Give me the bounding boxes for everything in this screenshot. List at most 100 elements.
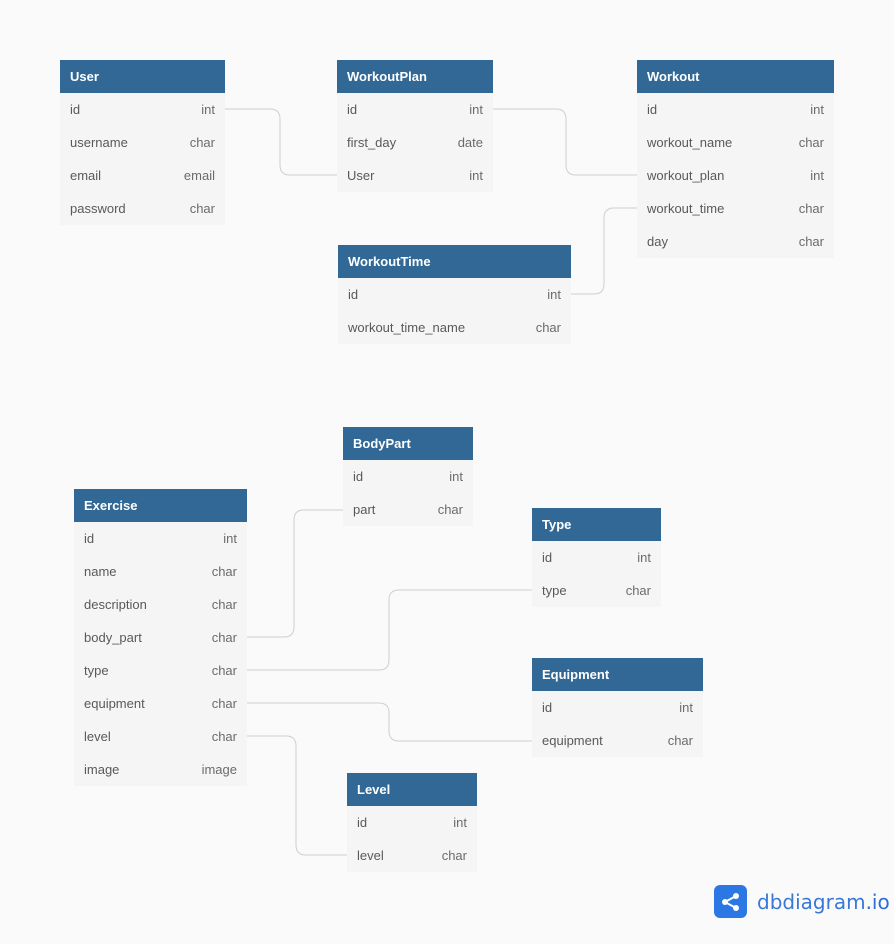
field-type: char: [625, 583, 651, 598]
table-level[interactable]: Level id int level char: [347, 773, 477, 872]
field-type: int: [223, 531, 237, 546]
field-row[interactable]: type char: [74, 654, 247, 687]
field-row[interactable]: User int: [337, 159, 493, 192]
field-row[interactable]: username char: [60, 126, 225, 159]
field-type: int: [679, 700, 693, 715]
field-type: char: [211, 696, 237, 711]
table-header-workouttime[interactable]: WorkoutTime: [338, 245, 571, 278]
field-row[interactable]: body_part char: [74, 621, 247, 654]
field-name: level: [84, 729, 111, 744]
field-name: description: [84, 597, 147, 612]
field-name: username: [70, 135, 128, 150]
field-type: int: [201, 102, 215, 117]
field-type: char: [798, 135, 824, 150]
field-name: id: [647, 102, 658, 117]
field-type: int: [637, 550, 651, 565]
field-row[interactable]: level char: [74, 720, 247, 753]
table-header-equipment[interactable]: Equipment: [532, 658, 703, 691]
table-header-exercise[interactable]: Exercise: [74, 489, 247, 522]
brand-name: dbdiagram.io: [757, 890, 890, 914]
field-row[interactable]: email email: [60, 159, 225, 192]
field-type: char: [211, 564, 237, 579]
field-type: image: [201, 762, 237, 777]
field-name: id: [357, 815, 368, 830]
field-row[interactable]: level char: [347, 839, 477, 872]
field-row[interactable]: description char: [74, 588, 247, 621]
table-header-level[interactable]: Level: [347, 773, 477, 806]
field-type: char: [211, 597, 237, 612]
rel-user-workoutplan: [225, 108, 338, 176]
table-header-user[interactable]: User: [60, 60, 225, 93]
field-type: char: [211, 630, 237, 645]
field-type: int: [547, 287, 561, 302]
field-row[interactable]: equipment char: [74, 687, 247, 720]
share-nodes-icon: [714, 885, 747, 918]
field-name: User: [347, 168, 375, 183]
field-type: int: [469, 168, 483, 183]
field-type: char: [211, 729, 237, 744]
table-header-workoutplan[interactable]: WorkoutPlan: [337, 60, 493, 93]
field-name: id: [70, 102, 81, 117]
field-name: workout_time_name: [348, 320, 466, 335]
field-row[interactable]: workout_name char: [637, 126, 834, 159]
field-type: int: [453, 815, 467, 830]
field-name: email: [70, 168, 102, 183]
field-type: char: [535, 320, 561, 335]
field-row[interactable]: part char: [343, 493, 473, 526]
field-type: char: [441, 848, 467, 863]
field-row[interactable]: id int: [347, 806, 477, 839]
brand-name-domain: .io: [865, 889, 890, 914]
field-name: id: [353, 469, 364, 484]
rel-exercise-bodypart: [247, 509, 343, 638]
table-header-bodypart[interactable]: BodyPart: [343, 427, 473, 460]
brand-logo[interactable]: dbdiagram.io: [714, 885, 890, 918]
field-type: email: [183, 168, 215, 183]
field-name: level: [357, 848, 384, 863]
field-name: body_part: [84, 630, 142, 645]
rel-workouttime-workout: [571, 207, 638, 295]
table-header-type[interactable]: Type: [532, 508, 661, 541]
field-type: date: [457, 135, 483, 150]
field-type: int: [810, 168, 824, 183]
field-name: part: [353, 502, 376, 517]
field-name: type: [84, 663, 109, 678]
field-row[interactable]: workout_time_name char: [338, 311, 571, 344]
field-row[interactable]: id int: [60, 93, 225, 126]
field-name: equipment: [84, 696, 145, 711]
field-row[interactable]: workout_plan int: [637, 159, 834, 192]
field-name: workout_plan: [647, 168, 725, 183]
field-row[interactable]: workout_time char: [637, 192, 834, 225]
field-type: char: [667, 733, 693, 748]
field-type: char: [437, 502, 463, 517]
field-name: workout_time: [647, 201, 725, 216]
field-name: day: [647, 234, 668, 249]
field-type: char: [211, 663, 237, 678]
field-type: char: [798, 201, 824, 216]
field-name: workout_name: [647, 135, 733, 150]
table-user[interactable]: User id int username char email email passw…: [60, 60, 225, 225]
table-header-workout[interactable]: Workout: [637, 60, 834, 93]
field-type: char: [189, 135, 215, 150]
